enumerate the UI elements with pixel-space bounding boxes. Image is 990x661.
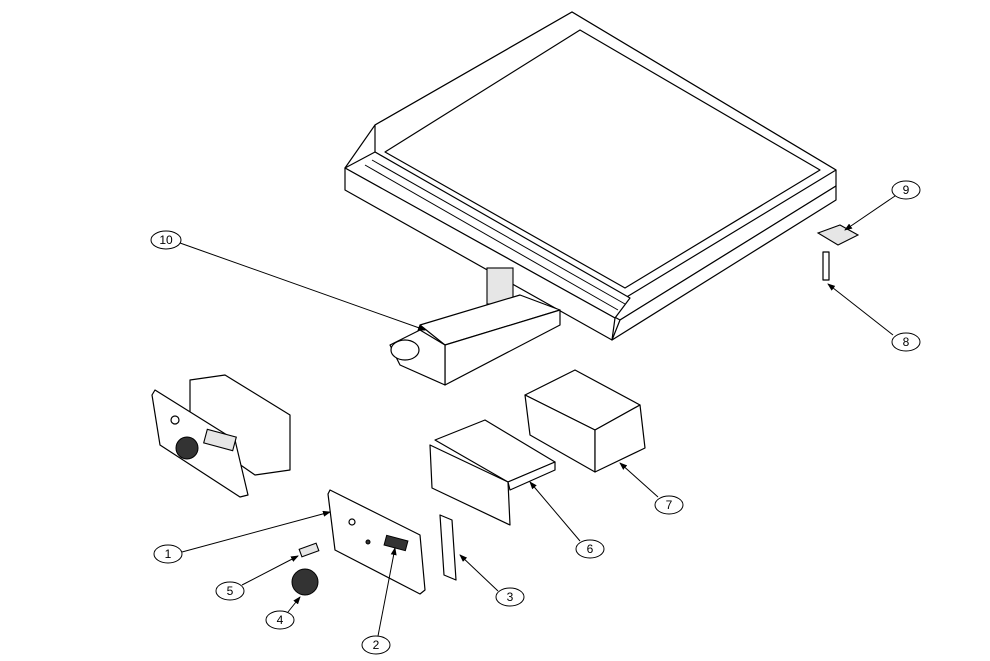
callout-2: 2 xyxy=(361,635,391,655)
svg-text:1: 1 xyxy=(165,547,172,561)
svg-text:7: 7 xyxy=(666,498,673,512)
mounting-bracket xyxy=(429,419,556,526)
callout-5: 5 xyxy=(215,581,245,601)
block-part xyxy=(816,224,860,246)
callout-4: 4 xyxy=(265,610,295,630)
callout-8: 8 xyxy=(891,332,921,352)
callout-10: 10 xyxy=(150,230,182,250)
svg-text:3: 3 xyxy=(507,590,514,604)
callout-7: 7 xyxy=(654,495,684,515)
leader-lines xyxy=(179,195,896,637)
svg-text:2: 2 xyxy=(373,638,380,652)
burner-tube xyxy=(389,294,561,386)
svg-text:4: 4 xyxy=(277,613,284,627)
svg-text:8: 8 xyxy=(903,335,910,349)
control-knob xyxy=(291,568,319,596)
pin-part xyxy=(822,251,830,281)
heat-shield-box xyxy=(524,369,646,473)
svg-text:9: 9 xyxy=(903,183,910,197)
svg-text:6: 6 xyxy=(587,542,594,556)
control-panel xyxy=(327,489,426,595)
callout-1: 1 xyxy=(153,544,183,564)
control-box-assembly xyxy=(151,374,291,498)
pilot-fitting xyxy=(298,542,320,558)
callout-3: 3 xyxy=(495,587,525,607)
svg-text:5: 5 xyxy=(227,584,234,598)
svg-text:10: 10 xyxy=(159,233,173,247)
callout-9: 9 xyxy=(891,180,921,200)
callout-6: 6 xyxy=(575,539,605,559)
bracket-strip xyxy=(439,514,457,581)
griddle-top xyxy=(344,11,837,341)
